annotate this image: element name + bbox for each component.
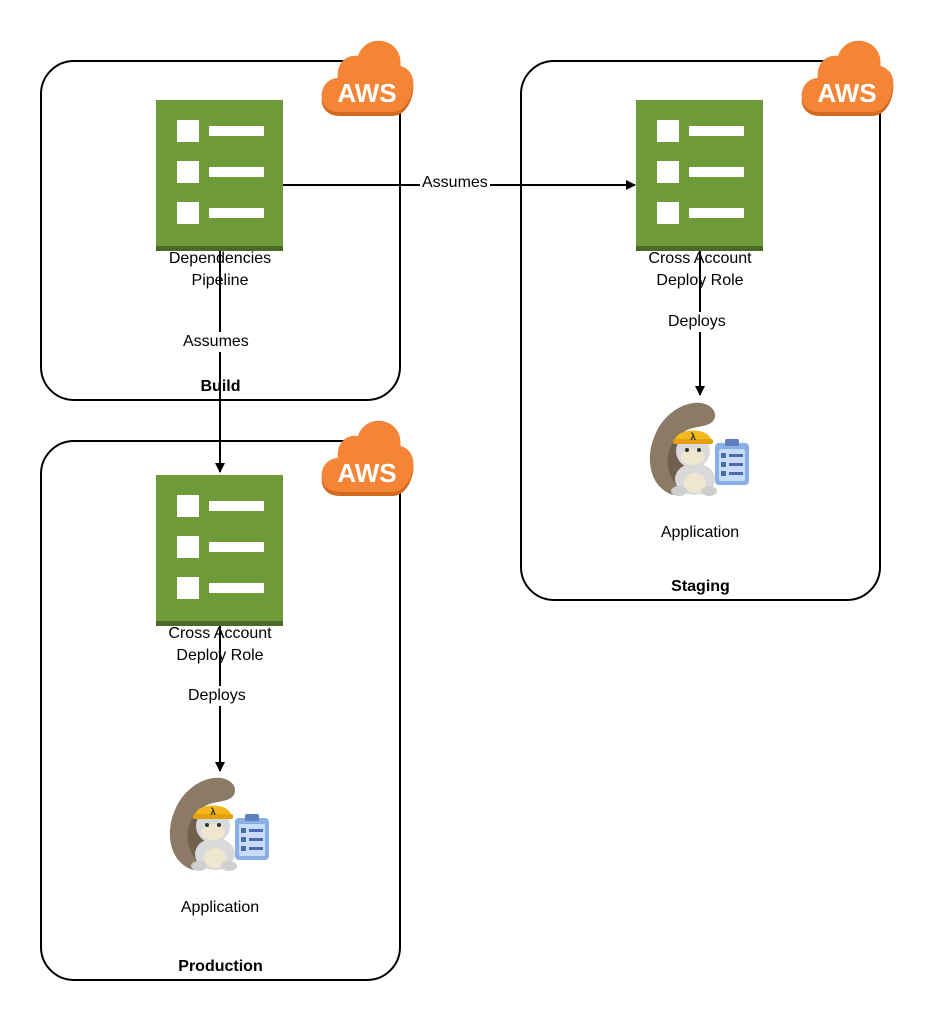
- pipeline-label-line2: Pipeline: [191, 272, 249, 289]
- svg-text:λ: λ: [690, 432, 696, 443]
- staging-app-label: Application: [660, 524, 740, 541]
- staging-role-iam-icon: [636, 100, 763, 251]
- edge-label-assumes-staging: Assumes: [420, 173, 490, 193]
- aws-cloud-icon: AWS: [321, 420, 414, 496]
- production-role-label-line2: Deploy Role: [176, 647, 264, 664]
- aws-badge-text: AWS: [817, 78, 876, 108]
- production-role-iam-icon: [156, 475, 283, 626]
- aws-badge-text: AWS: [337, 458, 396, 488]
- aws-badge-text: AWS: [337, 78, 396, 108]
- staging-account-label: Staging: [671, 578, 730, 595]
- edge-label-deploys-staging: Deploys: [666, 312, 728, 332]
- production-app-label: Application: [180, 899, 260, 916]
- production-role-label: Cross Account Deploy Role: [130, 623, 310, 667]
- production-role-label-line1: Cross Account: [168, 625, 272, 642]
- aws-cloud-icon: AWS: [801, 40, 894, 116]
- serverless-squirrel-icon: λ: [169, 777, 269, 871]
- staging-role-label-line1: Cross Account: [648, 250, 752, 267]
- edge-label-deploys-production: Deploys: [186, 686, 248, 706]
- pipeline-label: Dependencies Pipeline: [130, 248, 310, 292]
- pipeline-label-line1: Dependencies: [168, 250, 272, 267]
- serverless-squirrel-icon: λ: [649, 402, 749, 496]
- production-account-label: Production: [178, 958, 263, 975]
- staging-account-box: Staging: [520, 60, 881, 601]
- staging-role-label-line2: Deploy Role: [656, 272, 744, 289]
- pipeline-iam-role-icon: [156, 100, 283, 251]
- staging-role-label: Cross Account Deploy Role: [610, 248, 790, 292]
- edge-label-assumes-production: Assumes: [181, 332, 251, 352]
- svg-text:λ: λ: [210, 807, 216, 818]
- aws-cloud-icon: AWS: [321, 40, 414, 116]
